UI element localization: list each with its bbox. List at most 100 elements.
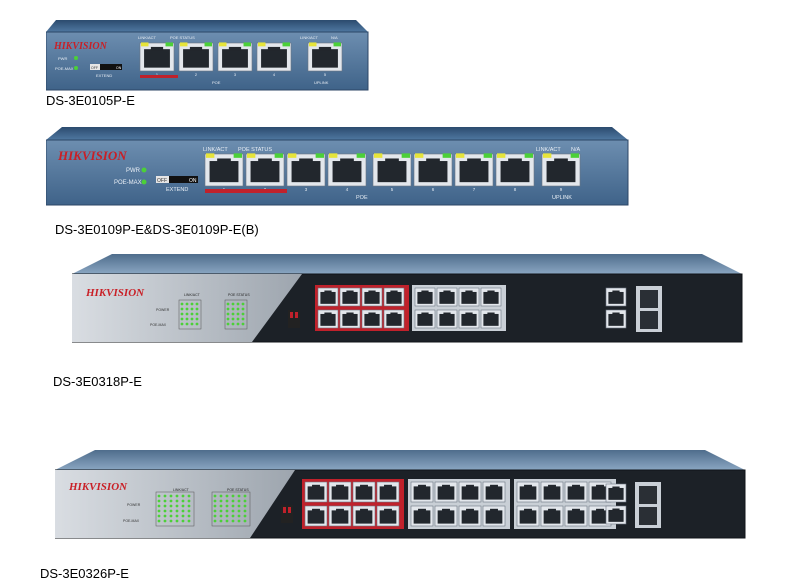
status-led: [243, 514, 247, 518]
rj45-port-notch: [612, 486, 620, 489]
rj45-port-socket: [546, 161, 576, 183]
status-led: [226, 307, 230, 311]
rj45-port-socket: [543, 510, 561, 524]
poe-led: [401, 153, 410, 158]
poe-led: [282, 42, 290, 47]
extend-switch-knob: [90, 64, 100, 70]
sfp-port[interactable]: [640, 290, 658, 308]
rj45-port-socket: [461, 510, 479, 524]
status-led: [181, 514, 185, 518]
rj45-port-notch: [312, 484, 320, 488]
rj45-port-notch: [465, 290, 473, 293]
rj45-port-socket: [331, 486, 349, 500]
pwr-label: PWR: [126, 168, 141, 174]
sfp-port[interactable]: [639, 486, 657, 504]
link-led: [374, 153, 383, 158]
port-number: 7: [473, 187, 476, 192]
rj45-port-notch: [384, 508, 392, 512]
poe-led: [442, 153, 451, 158]
switch-top: [55, 450, 745, 470]
status-led: [237, 519, 241, 523]
dip-switch[interactable]: [281, 505, 293, 523]
status-led: [190, 302, 194, 306]
rj45-port-notch: [548, 484, 556, 488]
status-led: [157, 499, 161, 503]
rj45-port-notch: [443, 290, 451, 293]
rj45-port-socket: [144, 49, 170, 68]
status-led: [180, 322, 184, 326]
status-led: [219, 514, 223, 518]
status-led: [241, 302, 245, 306]
status-led: [180, 312, 184, 316]
status-led: [237, 499, 241, 503]
poe-led: [204, 42, 212, 47]
poe-led: [243, 42, 251, 47]
brand-logo: HIKVISION: [85, 287, 145, 299]
rj45-port-notch: [390, 290, 398, 293]
uplink-label: UPLINK: [314, 80, 329, 85]
extend-switch[interactable]: [90, 64, 122, 70]
status-led: [180, 307, 184, 311]
poe-max-label: POE-MAX: [55, 66, 74, 71]
status-led: [187, 519, 191, 523]
dip-switch[interactable]: [288, 310, 300, 328]
dip-switch-lever: [283, 507, 286, 513]
poe-max-led: [74, 66, 78, 70]
led-block-outline: [224, 299, 248, 330]
status-led: [169, 519, 173, 523]
status-led: [175, 519, 179, 523]
status-led: [243, 519, 247, 523]
status-led: [213, 519, 217, 523]
link-led: [497, 153, 506, 158]
link-act-label: LINK/ACT: [173, 488, 190, 492]
status-led: [175, 499, 179, 503]
rj45-port-notch: [421, 290, 429, 293]
port-number: 9: [560, 187, 563, 192]
link-led: [415, 153, 424, 158]
rj45-port-socket: [543, 486, 561, 500]
status-led: [185, 322, 189, 326]
rj45-port-socket: [567, 486, 585, 500]
rj45-port-notch: [426, 158, 440, 163]
rj45-port-socket: [355, 486, 373, 500]
rj45-port-socket: [459, 161, 489, 183]
rj45-port-socket: [608, 291, 624, 304]
rj45-port-notch: [150, 46, 164, 51]
rj45-port-socket: [413, 510, 431, 524]
rj45-port-socket: [331, 510, 349, 524]
rj45-port-socket: [332, 161, 362, 183]
rj45-port-notch: [467, 158, 481, 163]
sfp-port[interactable]: [640, 311, 658, 329]
status-led: [169, 504, 173, 508]
extend-switch[interactable]: [156, 176, 198, 183]
status-led: [190, 317, 194, 321]
poe-led: [274, 153, 283, 158]
link-led: [543, 153, 552, 158]
port-number: 8: [514, 187, 517, 192]
status-led: [181, 499, 185, 503]
status-led: [243, 504, 247, 508]
status-led: [163, 504, 167, 508]
rj45-port-notch: [346, 312, 354, 315]
rj45-port-socket: [483, 313, 499, 326]
led-block-outline: [178, 299, 202, 330]
rj45-port-notch: [572, 484, 580, 488]
port-number: 2: [195, 72, 197, 77]
status-led: [231, 317, 235, 321]
status-led: [175, 514, 179, 518]
rj45-port-notch: [487, 290, 495, 293]
status-led: [187, 514, 191, 518]
status-led: [181, 494, 185, 498]
rj45-ports: [302, 479, 616, 529]
rj45-port-socket: [307, 486, 325, 500]
rj45-port-notch: [189, 46, 203, 51]
status-led: [236, 317, 240, 321]
brand-logo: HIKVISION: [53, 41, 108, 52]
status-led: [185, 302, 189, 306]
rj45-port-notch: [368, 312, 376, 315]
status-led: [187, 494, 191, 498]
link-led: [206, 153, 215, 158]
switch-4-image: HIKVISION POWER POE-MAX LINK/ACT POE STA…: [55, 450, 746, 539]
sfp-port[interactable]: [639, 507, 657, 525]
status-led: [187, 504, 191, 508]
